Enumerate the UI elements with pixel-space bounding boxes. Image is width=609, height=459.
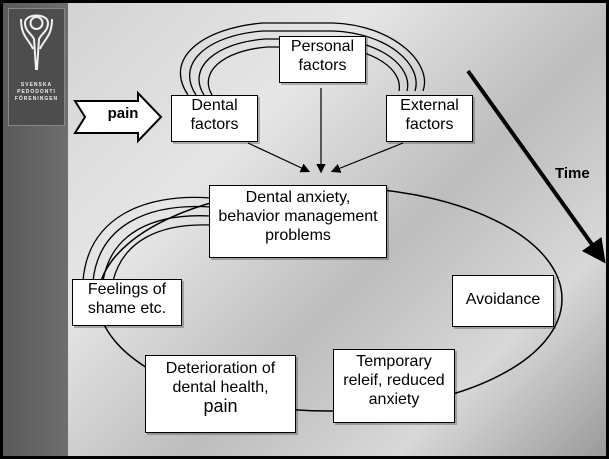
node-temporary-line-1: Temporary (356, 353, 432, 370)
tooth-emblem-icon (20, 14, 53, 70)
pain-input-arrow (73, 90, 163, 144)
node-avoidance-line-1: Avoidance (465, 291, 541, 308)
node-dental-factors: Dental factors (171, 95, 258, 142)
node-external-factors: External factors (386, 95, 473, 142)
logo-line-3: FÖRENINGEN (14, 96, 59, 102)
node-deterioration-line-3: pain (203, 396, 238, 416)
slide: SVENSKA PEDODONTI FÖRENINGEN (3, 3, 606, 456)
node-anxiety-line-2: behavior management (218, 208, 378, 225)
left-loop-arcs (82, 196, 212, 282)
node-shame-line-1: Feelings of (87, 281, 167, 298)
node-external-line-2: factors (405, 116, 454, 133)
arrow-external-to-anxiety (330, 142, 404, 173)
organization-logo: SVENSKA PEDODONTI FÖRENINGEN (8, 8, 65, 126)
node-deterioration-line-2: dental health, (172, 379, 269, 396)
time-arrow (466, 69, 606, 264)
node-shame-line-2: shame etc. (87, 300, 167, 317)
diagram-connectors (73, 22, 606, 412)
node-anxiety-line-1: Dental anxiety, (245, 189, 351, 206)
logo-line-1: SVENSKA (20, 82, 53, 88)
node-avoidance: Avoidance (452, 275, 554, 327)
node-anxiety-line-3: problems (265, 227, 331, 244)
node-temporary-line-3: anxiety (368, 391, 420, 408)
node-personal-factors: Personal factors (279, 36, 366, 83)
node-feelings-of-shame: Feelings of shame etc. (72, 279, 182, 326)
time-label: Time (555, 165, 590, 182)
node-dental-line-2: factors (190, 116, 239, 133)
logo-line-2: PEDODONTI (17, 89, 56, 95)
node-deterioration: Deterioration of dental health, pain (145, 355, 296, 433)
node-external-line-1: External (400, 97, 459, 114)
factor-arrows (247, 88, 404, 174)
node-temporary-relief: Temporary releif, reduced anxiety (333, 349, 455, 423)
arrow-dental-to-anxiety (247, 142, 311, 173)
node-dental-anxiety: Dental anxiety, behavior management prob… (209, 185, 387, 258)
node-personal-line-2: factors (298, 57, 347, 74)
node-temporary-line-2: releif, reduced (343, 372, 445, 389)
node-deterioration-line-1: Deterioration of (165, 360, 276, 377)
pain-label: pain (107, 105, 139, 122)
node-personal-line-1: Personal (290, 38, 355, 55)
logo-text: SVENSKA PEDODONTI FÖRENINGEN (9, 82, 64, 103)
node-dental-line-1: Dental (191, 97, 238, 114)
sidebar: SVENSKA PEDODONTI FÖRENINGEN (3, 3, 68, 456)
